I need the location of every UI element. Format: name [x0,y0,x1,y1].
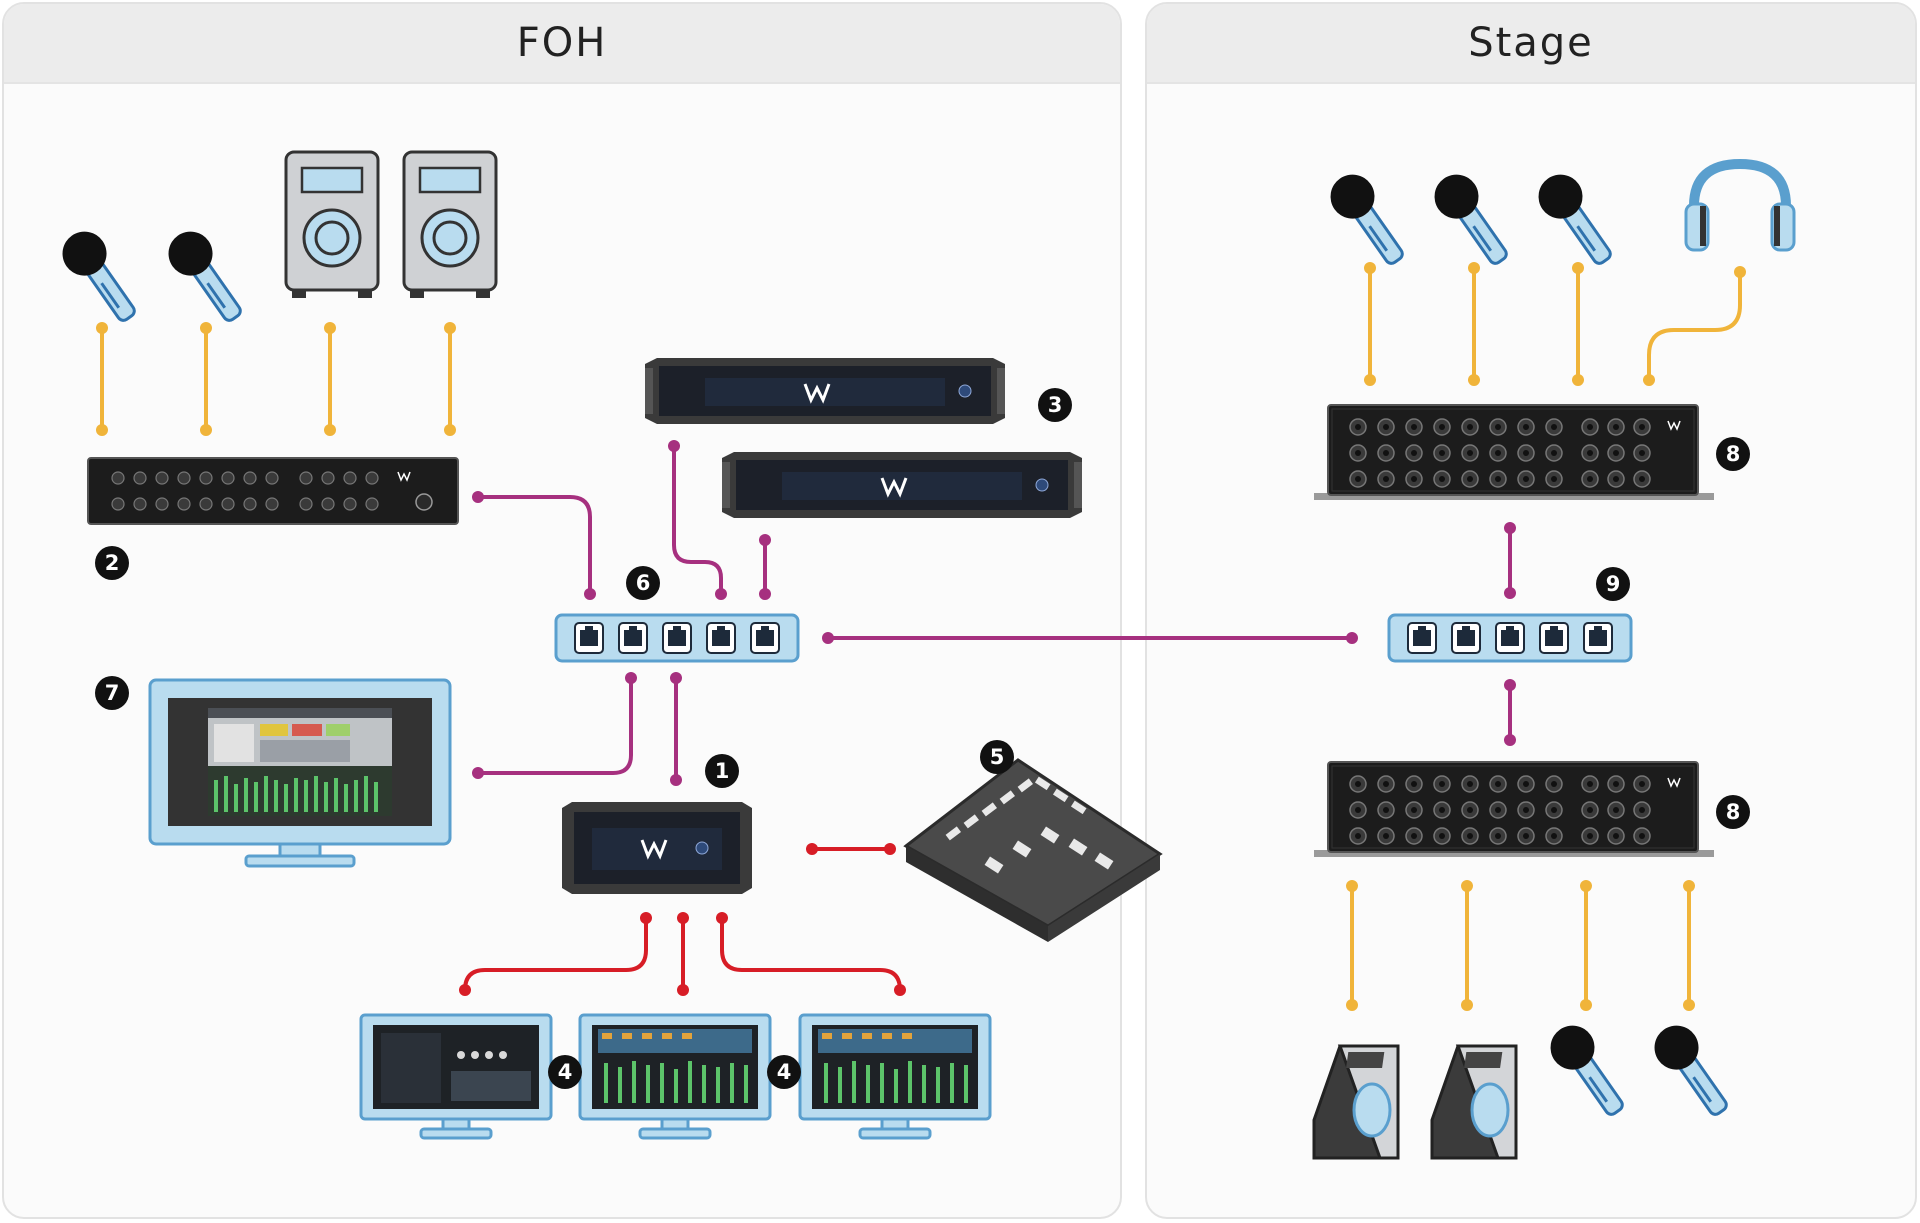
svg-text:7: 7 [105,681,120,705]
microphone-icon [158,221,255,332]
touchscreen-icon [359,1013,553,1140]
svg-text:1: 1 [715,759,730,783]
analog-cable-ends [96,262,1746,1011]
svg-text:8: 8 [1726,800,1741,824]
microphone-icon [1644,1015,1741,1126]
svg-text:3: 3 [1048,393,1063,417]
analog-cables [100,268,1742,1005]
foh-section: FOH [2,2,1122,1219]
microphone-icon [52,221,149,332]
control-cable-ends [459,843,906,996]
server-unit [643,356,1007,426]
svg-text:5: 5 [990,745,1005,769]
io-rack-unit [87,457,459,525]
foh-section-title: FOH [4,4,1120,84]
svg-text:4: 4 [777,1060,792,1084]
stage-box-unit [1313,761,1715,858]
badge-4b: 4 [767,1055,801,1089]
network-cables [478,446,1512,780]
workstation-monitor [148,678,452,868]
microphone-icon [1320,164,1417,275]
badge-8b: 8 [1716,795,1750,829]
touchscreen-icon [578,1013,772,1140]
microphone-icon [1424,164,1521,275]
wedge-monitor-icon [1312,1044,1400,1160]
network-cable-ends [472,440,1516,786]
badge-4a: 4 [548,1055,582,1089]
audio-engine-unit [562,802,752,894]
svg-text:6: 6 [636,571,651,595]
network-switch-icon [556,615,798,661]
svg-text:9: 9 [1606,572,1621,596]
svg-text:4: 4 [558,1060,573,1084]
fader-controller-icon [903,758,1163,942]
badge-7: 7 [95,676,129,710]
badge-8a: 8 [1716,437,1750,471]
speaker-icon [284,150,380,298]
microphone-icon [1540,1015,1637,1126]
microphone-icon [1528,164,1625,275]
headphones-icon [1684,158,1796,252]
network-switch-icon [1389,615,1631,661]
control-cables [463,847,902,991]
badge-1: 1 [705,754,739,788]
svg-text:2: 2 [105,551,120,575]
badge-5: 5 [980,740,1014,774]
badge-6: 6 [626,566,660,600]
wedge-monitor-icon [1430,1044,1518,1160]
badge-3: 3 [1038,388,1072,422]
badge-2: 2 [95,546,129,580]
speaker-icon [402,150,498,298]
svg-text:8: 8 [1726,442,1741,466]
stage-section-title: Stage [1147,4,1915,84]
stage-box-unit [1313,404,1715,501]
badge-9: 9 [1596,567,1630,601]
touchscreen-icon [798,1013,992,1140]
server-unit [720,450,1084,520]
